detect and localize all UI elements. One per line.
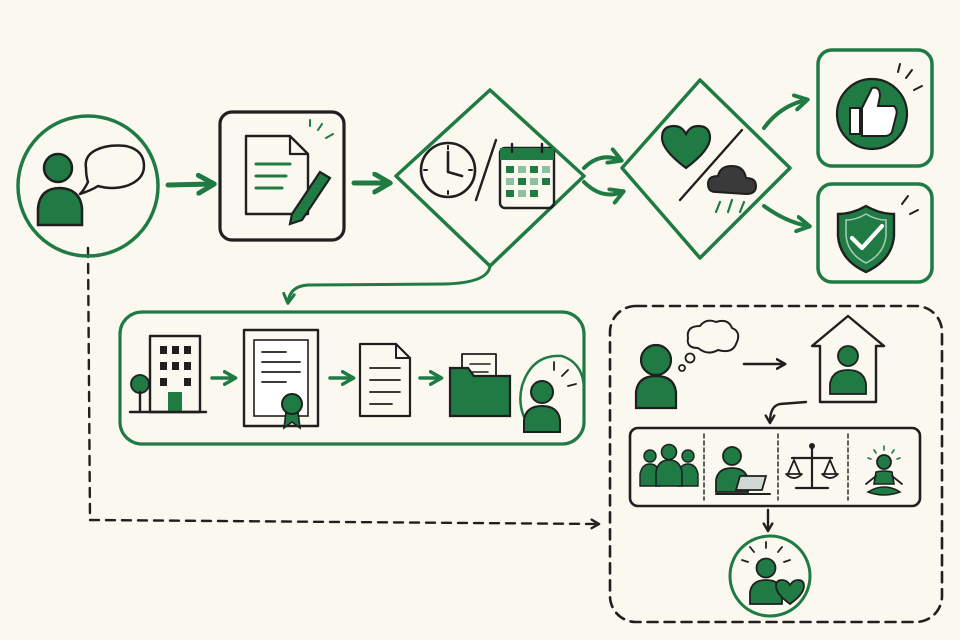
clock-calendar-icon <box>419 138 556 210</box>
node-home-support <box>608 304 944 624</box>
thumbs-up-icon <box>835 63 923 151</box>
node-support-options <box>628 426 922 508</box>
edge-choice-to-approved <box>762 100 806 130</box>
node-time-or-date <box>394 88 586 268</box>
document-icon <box>358 342 412 418</box>
edge-choice-to-protected <box>762 204 808 226</box>
building-icon <box>128 334 208 414</box>
node-document-signing <box>218 110 346 242</box>
node-good-or-bad <box>620 78 792 260</box>
edge-person-to-document <box>165 184 212 185</box>
heart-storm-cloud-icon <box>660 124 758 214</box>
shield-check-icon <box>836 195 919 274</box>
edge-time-to-institution <box>288 264 492 302</box>
group-icon <box>639 443 699 487</box>
happy-person-heart-icon <box>741 541 805 606</box>
node-protected <box>816 182 934 284</box>
node-wellbeing <box>728 534 812 618</box>
document-pen-icon <box>244 119 334 226</box>
edge-time-to-choice-lower <box>582 180 622 194</box>
edges <box>86 100 808 530</box>
laptop-user-icon <box>715 446 771 495</box>
scales-icon <box>785 443 839 490</box>
certificate-icon <box>242 328 320 430</box>
thinking-person-icon <box>634 319 740 410</box>
meditation-icon <box>865 445 903 496</box>
node-institution-process <box>118 310 586 446</box>
person-bright-icon <box>519 354 586 433</box>
node-person-speaking <box>16 114 160 258</box>
edge-time-to-choice-upper <box>582 157 620 170</box>
edge-home-to-options <box>770 400 808 422</box>
home-person-icon <box>810 314 886 404</box>
edge-person-to-home-dashed <box>86 246 598 524</box>
folder-icon <box>448 353 512 418</box>
person-speech-bubble-icon <box>36 144 146 227</box>
node-approved <box>816 48 934 168</box>
